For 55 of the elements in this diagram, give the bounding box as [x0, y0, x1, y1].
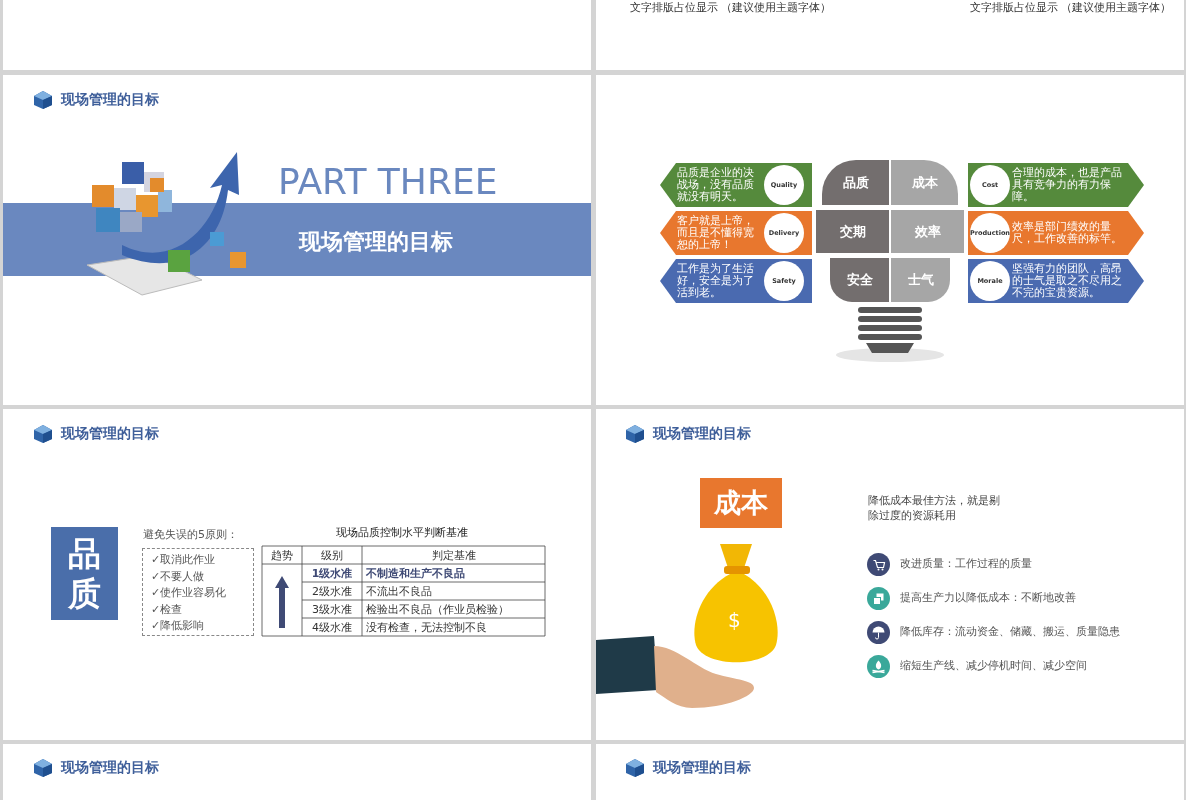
table-text: 3级水准 [311, 602, 353, 618]
bullet-text: 提高生产力以降低成本：不断地改善 [900, 590, 1076, 605]
slide-title: 现场管理的目标 [299, 228, 453, 256]
quality-box [51, 527, 118, 620]
slide-heading: 现场管理的目标 [61, 759, 159, 777]
table-text: 检验出不良品（作业员检验） [366, 602, 510, 618]
banner-text: 品质是企业的决战场，没有品质就没有明天。 [677, 165, 755, 205]
dollar-sign: $ [728, 609, 741, 631]
checklist-box [142, 548, 254, 636]
table-title: 现场品质控制水平判断基准 [335, 525, 469, 540]
arrow-banner [660, 211, 812, 255]
arrow-banner [968, 211, 1144, 255]
bulb-segment: 交期 [816, 210, 889, 253]
bulb-segment: 成本 [891, 160, 958, 205]
banner-text: 坚强有力的团队，高昂的士气是取之不尽用之不完的宝贵资源。 [1012, 261, 1123, 301]
table-text: 趋势 [270, 548, 294, 564]
banner-text: 效率是部门绩效的量尺，工作改善的标竿。 [1012, 219, 1123, 247]
arrow-banner [968, 259, 1144, 303]
checklist-item: ✓降低影响 [151, 618, 205, 633]
table-text: 不制造和生产不良品 [366, 566, 466, 582]
table-text: 判定基准 [430, 548, 477, 564]
arrow-banner [660, 163, 812, 207]
bullet-text: 缩短生产线、减少停机时间、减少空间 [900, 658, 1087, 673]
slide-heading: 现场管理的目标 [61, 91, 159, 109]
bulb-segment: 安全 [830, 258, 889, 302]
banner-text: 合理的成本，也是产品具有竞争力的有力保障。 [1012, 165, 1123, 205]
table-text: 2级水准 [311, 584, 353, 600]
slide-heading: 现场管理的目标 [653, 759, 751, 777]
bullet-text: 降低库存：流动资金、储藏、搬运、质量隐患 [900, 624, 1120, 639]
slide-heading: 现场管理的目标 [653, 425, 751, 443]
arrow-banner [968, 163, 1144, 207]
banner-text: 工作是为了生活好，安全是为了活到老。 [677, 261, 755, 301]
checklist-item: ✓检查 [151, 601, 183, 617]
table-text: 1级水准 [310, 566, 354, 582]
checklist-item: ✓取消此作业 [151, 552, 216, 567]
placeholder-text: 文字排版占位显示 （建议使用主题字体） [630, 0, 832, 15]
banner-text: 客户就是上帝，而且是不懂得宽恕的上帝！ [677, 213, 755, 253]
slide-heading: 现场管理的目标 [61, 425, 159, 443]
bulb-segment: 品质 [822, 160, 889, 205]
table-text: 4级水准 [311, 620, 353, 636]
cost-box: 成本 [700, 478, 782, 528]
bulb-segment: 士气 [891, 258, 950, 302]
placeholder-text: 文字排版占位显示 （建议使用主题字体） [970, 0, 1172, 15]
part-heading: PART THREE [278, 162, 498, 202]
arrow-banner [660, 259, 812, 303]
checklist-item: ✓使作业容易化 [151, 585, 227, 600]
bulb-segment: 效率 [891, 210, 964, 253]
section-heading: 避免失误的5原则： [143, 527, 238, 542]
table-text: 不流出不良品 [366, 584, 433, 600]
box-title: 品质 [67, 533, 102, 614]
checklist-item: ✓不要人做 [151, 568, 205, 584]
table-text: 级别 [320, 548, 344, 564]
table-text: 没有检查，无法控制不良 [366, 620, 488, 636]
bullet-text: 改进质量：工作过程的质量 [900, 556, 1032, 571]
intro-text: 降低成本最佳方法，就是剔除过度的资源耗用 [868, 493, 1001, 523]
